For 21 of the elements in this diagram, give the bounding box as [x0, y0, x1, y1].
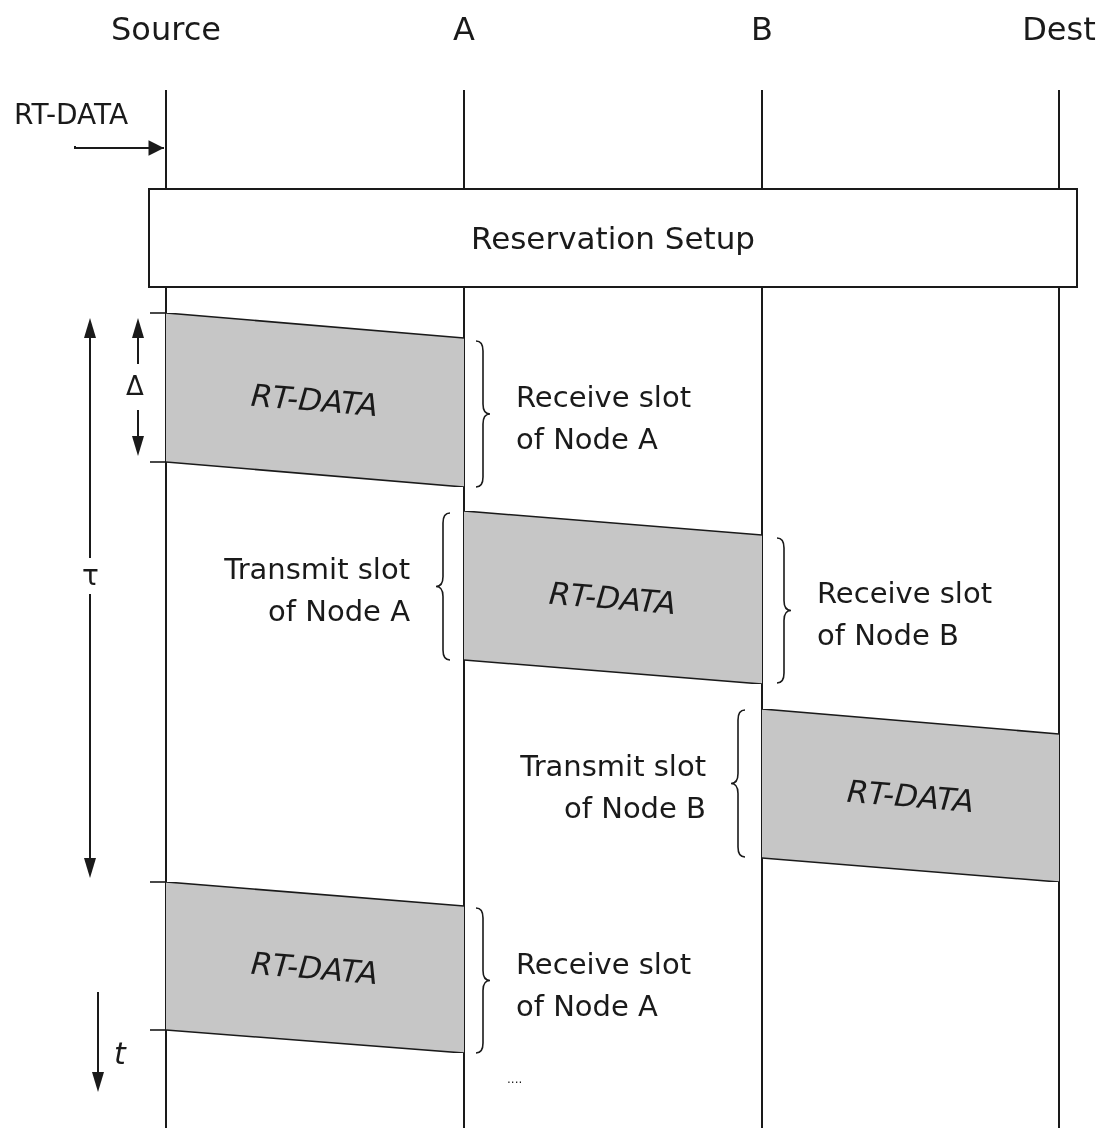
packet-label: RT-DATA	[548, 574, 678, 621]
lifeline-label: A	[453, 9, 475, 50]
packet-label: RT-DATA	[250, 376, 380, 424]
phase-label: Reservation Setup	[471, 220, 755, 256]
arrow	[74, 140, 165, 156]
packet-label: RT-DATA	[845, 772, 976, 819]
lifeline-label: Source	[111, 9, 221, 50]
packet-label: RT-DATA	[250, 944, 380, 991]
delta-symbol: Δ	[126, 370, 144, 404]
signal-label: RT-DATA	[14, 98, 129, 131]
phase-box	[148, 188, 1078, 288]
lifeline-label: Dest	[1022, 9, 1096, 50]
slot-annotation: Receive slot of Node B	[817, 574, 994, 654]
tau-symbol: τ	[82, 557, 99, 594]
slot-annotation: Receive slot of Node A	[516, 378, 693, 458]
continuation-dots: ....	[507, 1071, 523, 1089]
slot-annotation: Transmit slot of Node B	[519, 747, 706, 827]
slot-annotation: Receive slot of Node A	[516, 945, 693, 1025]
time-symbol: t	[114, 1035, 126, 1074]
lifeline-label: B	[751, 9, 773, 50]
slot-annotation: Transmit slot of Node A	[223, 550, 410, 630]
